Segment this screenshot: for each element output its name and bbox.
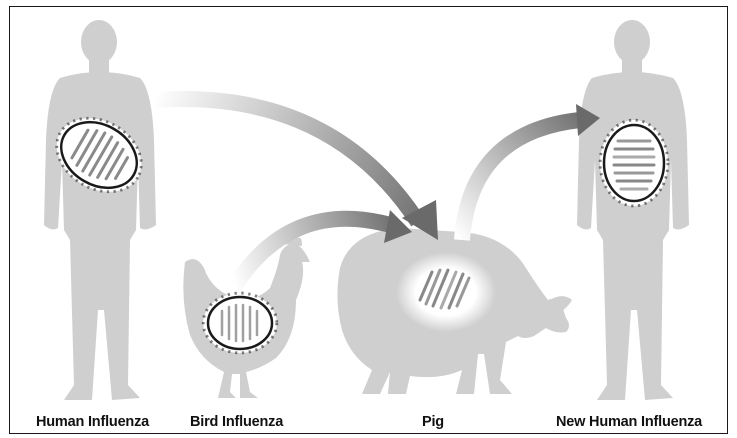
human-silhouette [44,20,156,400]
pig-label: Pig [422,414,444,430]
new-human-silhouette [577,20,689,400]
new-human-virus-icon [600,120,668,206]
pig-mixing-glow [396,252,496,332]
human-influenza-label: Human Influenza [36,414,149,430]
bird-influenza-label: Bird Influenza [190,414,283,430]
bird-virus-icon [203,293,277,353]
new-human-influenza-label: New Human Influenza [556,414,702,430]
